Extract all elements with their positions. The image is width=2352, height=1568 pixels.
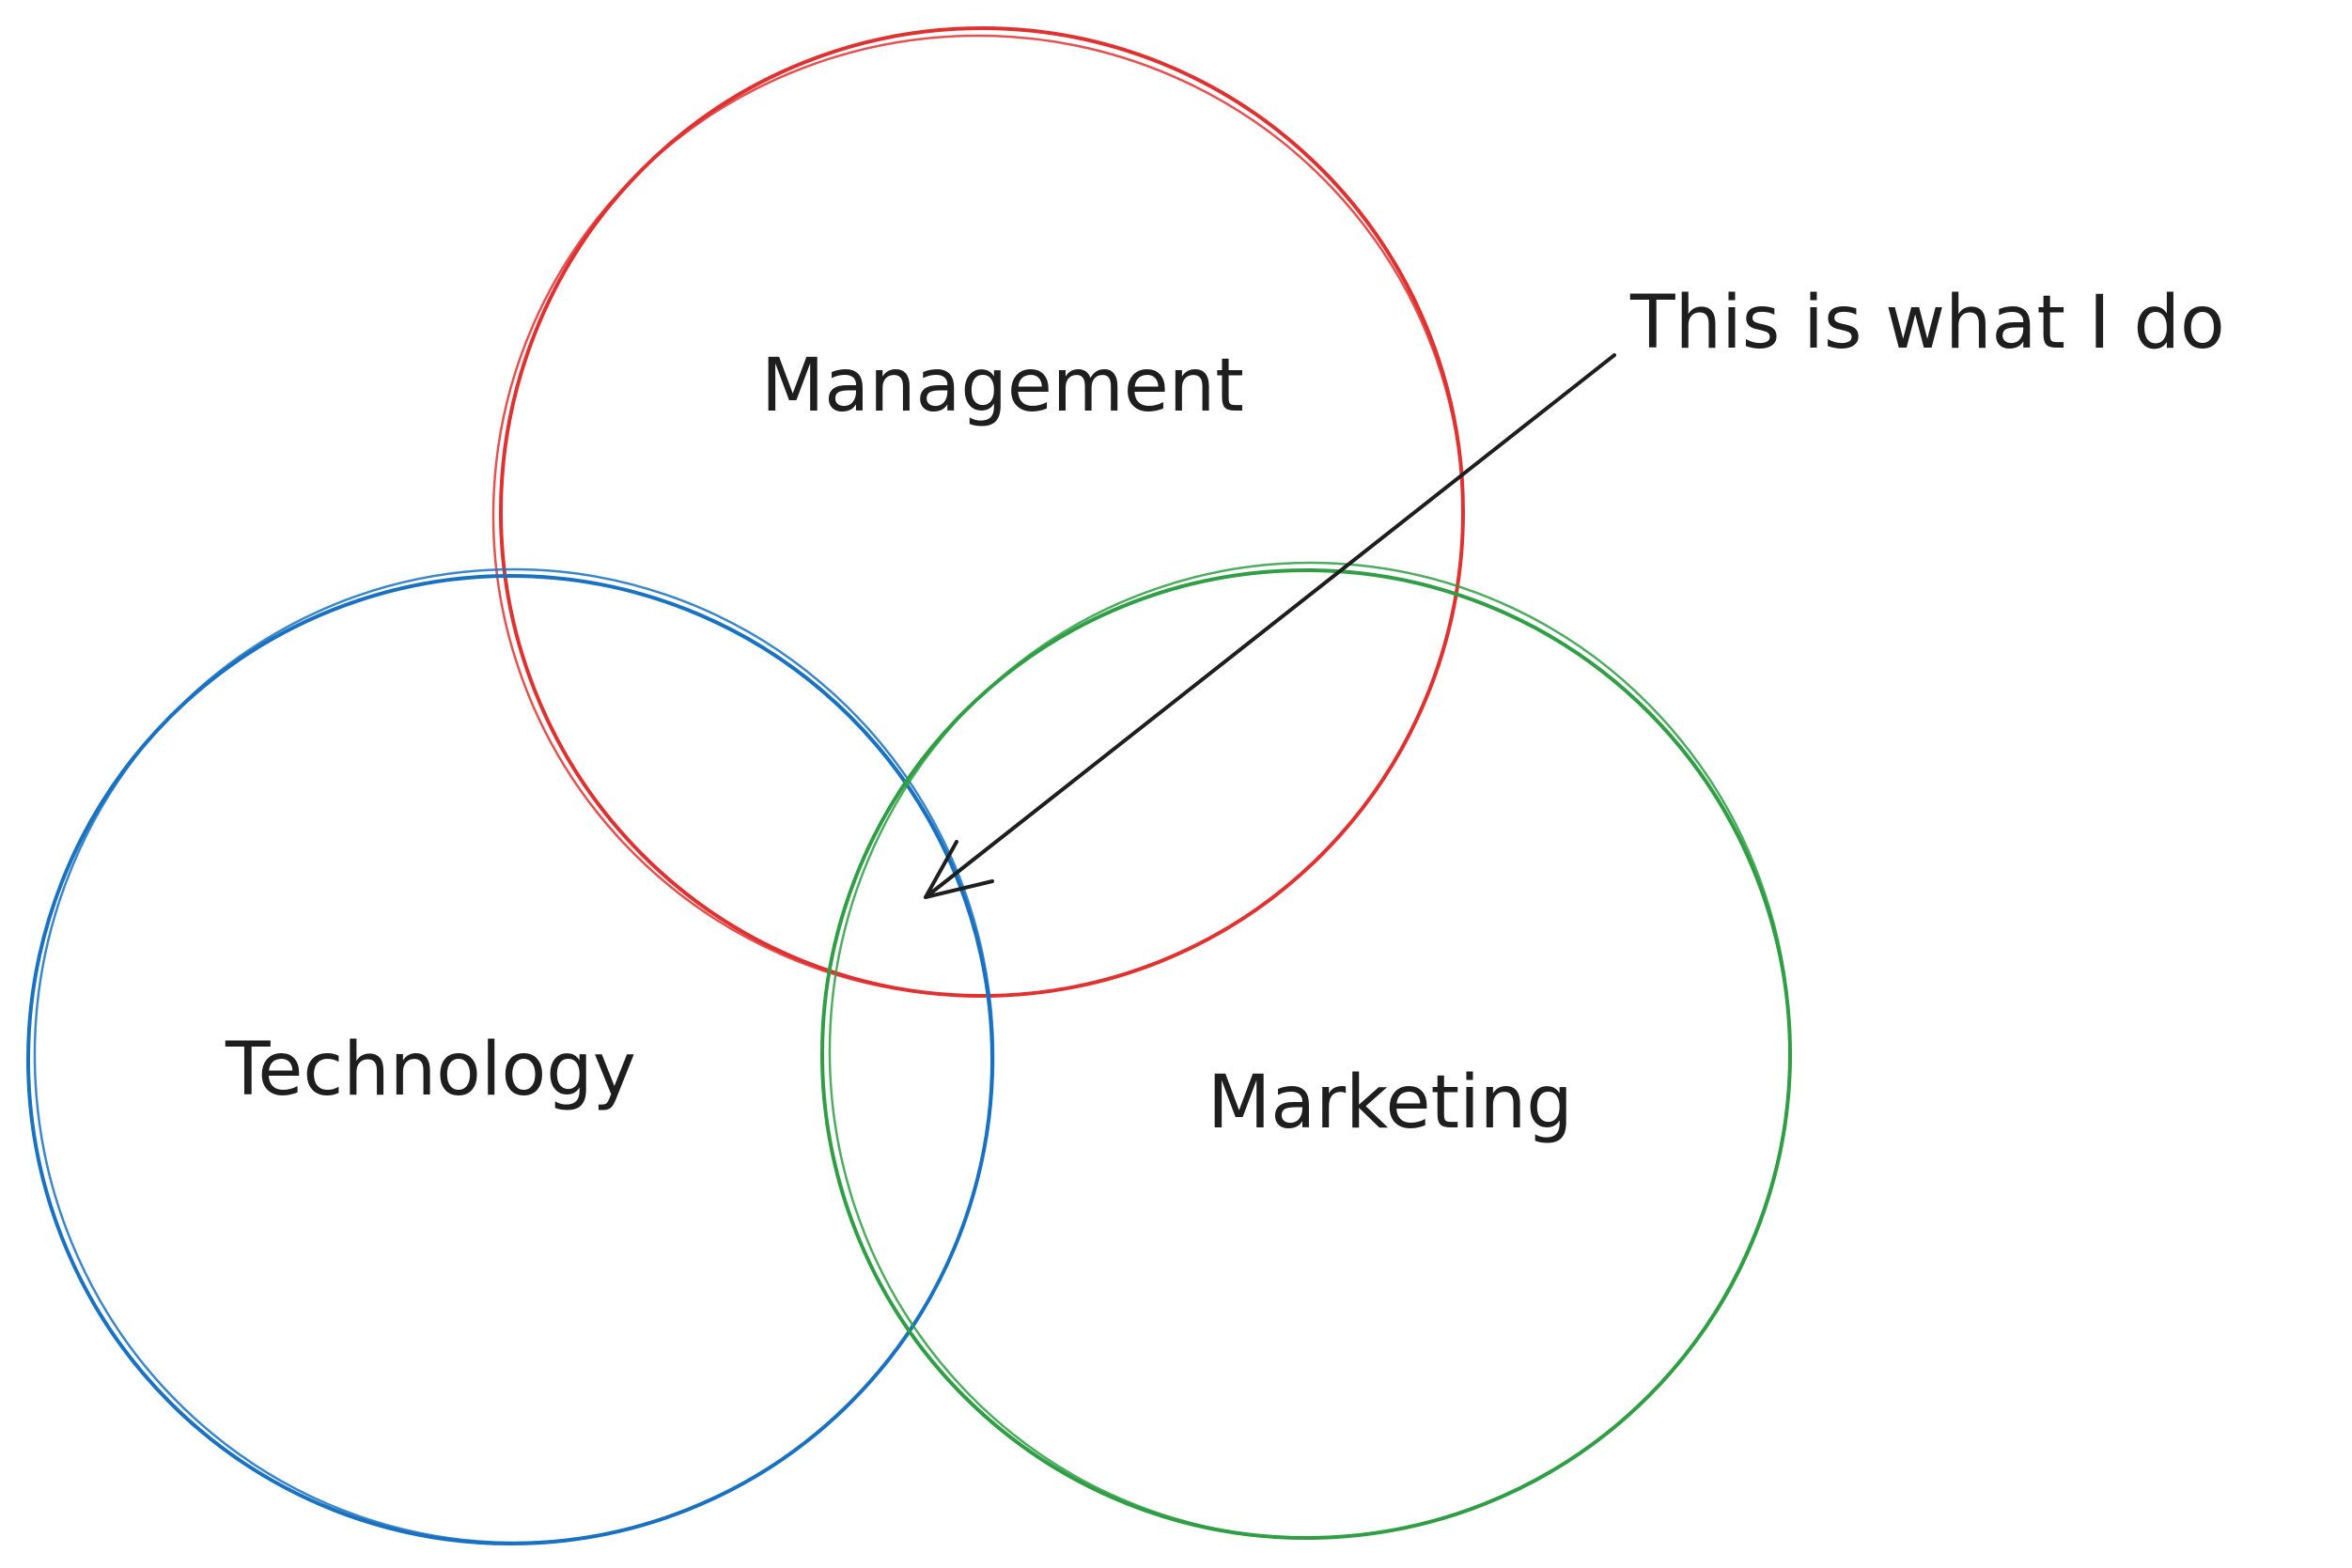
management-label: Management: [761, 344, 1244, 428]
arrow-shaft-sketch-line: [928, 358, 1611, 896]
arrow-head: [924, 840, 994, 899]
technology-circle: [26, 567, 995, 1545]
management-circle: [491, 26, 1465, 998]
marketing-circle: [820, 561, 1792, 1540]
technology-label: Technology: [225, 1028, 636, 1112]
technology-circle-sketch-line: [33, 567, 995, 1545]
marketing-circle-sketch-line: [828, 561, 1792, 1540]
annotation-arrow: [924, 353, 1616, 899]
management-circle-sketch-line: [491, 34, 1465, 998]
marketing-label: Marketing: [1207, 1061, 1573, 1145]
annotation-label: This is what I do: [1629, 281, 2225, 365]
